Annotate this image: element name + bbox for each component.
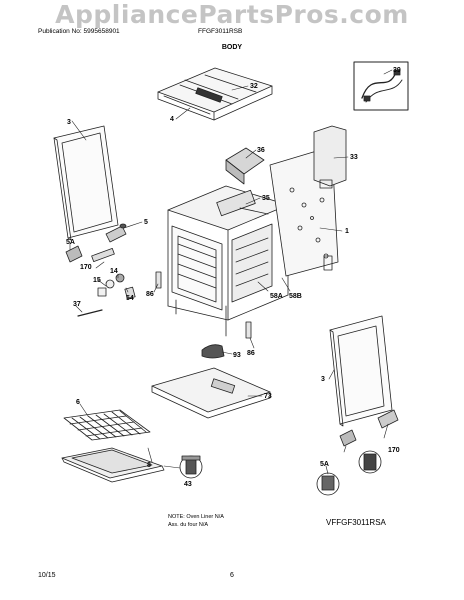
note-line-2: Ass. du four N/A [168,522,209,528]
note-line-1: NOTE: Oven Liner N/A [168,514,224,520]
callout-170-right: 170 [388,447,400,454]
right-leg-parts [316,409,399,496]
callout-5a-right: 5A [320,461,329,468]
callout-3-right: 3 [321,376,325,383]
callout-73: 73 [264,393,272,400]
callout-5a-left: 5A [66,239,75,246]
back-panel [269,125,347,277]
callout-35: 35 [262,195,270,202]
broiler-pan [61,447,165,483]
callout-170-left: 170 [80,264,92,271]
oven-rack [63,409,151,441]
bracket-and-screw-parts [65,223,252,339]
callout-32: 32 [250,83,258,90]
note-block: NOTE: Oven Liner N/A Ass. du four N/A [168,513,224,529]
model-number: FFGF3011RSB [198,28,243,35]
callout-93: 93 [233,352,241,359]
callout-33: 33 [350,154,358,161]
callout-5: 5 [144,219,148,226]
drawer-part [201,344,225,359]
callout-4: 4 [170,116,174,123]
callout-39: 39 [393,67,401,74]
diagram-title: BODY [221,44,243,51]
callout-3-left: 3 [67,119,71,126]
figure-reference: VFFGF3011RSA [326,518,386,527]
callout-15: 15 [93,277,101,284]
bottom-tray [151,367,271,419]
callout-43: 43 [184,481,192,488]
callout-1: 1 [345,228,349,235]
callout-labels: 3 32 4 36 33 35 1 39 5 5A 170 15 14 54 3… [66,67,401,488]
left-side-panel [53,125,119,241]
callout-86-left: 86 [146,291,154,298]
leveling-leg [179,455,203,479]
callout-36: 36 [257,147,265,154]
callout-14: 14 [110,268,118,275]
callout-8: 8 [147,462,151,469]
vent-deflector [225,147,265,185]
callout-6: 6 [76,399,80,406]
footer-page-number: 6 [230,572,234,579]
wire-harness-inset [353,61,409,111]
callout-58b: 58B [289,293,302,300]
oven-body [167,185,289,337]
top-panel [157,67,273,121]
leader-lines [69,69,393,475]
callout-58a: 58A [270,293,283,300]
callout-37: 37 [73,301,81,308]
publication-number: Publication No: 5995658901 [38,28,120,35]
footer-date: 10/15 [38,572,56,579]
callout-86-right: 86 [247,350,255,357]
watermark: AppliancePartsPros.com [55,0,409,29]
right-side-panel [329,315,393,427]
callout-54: 54 [126,295,134,302]
